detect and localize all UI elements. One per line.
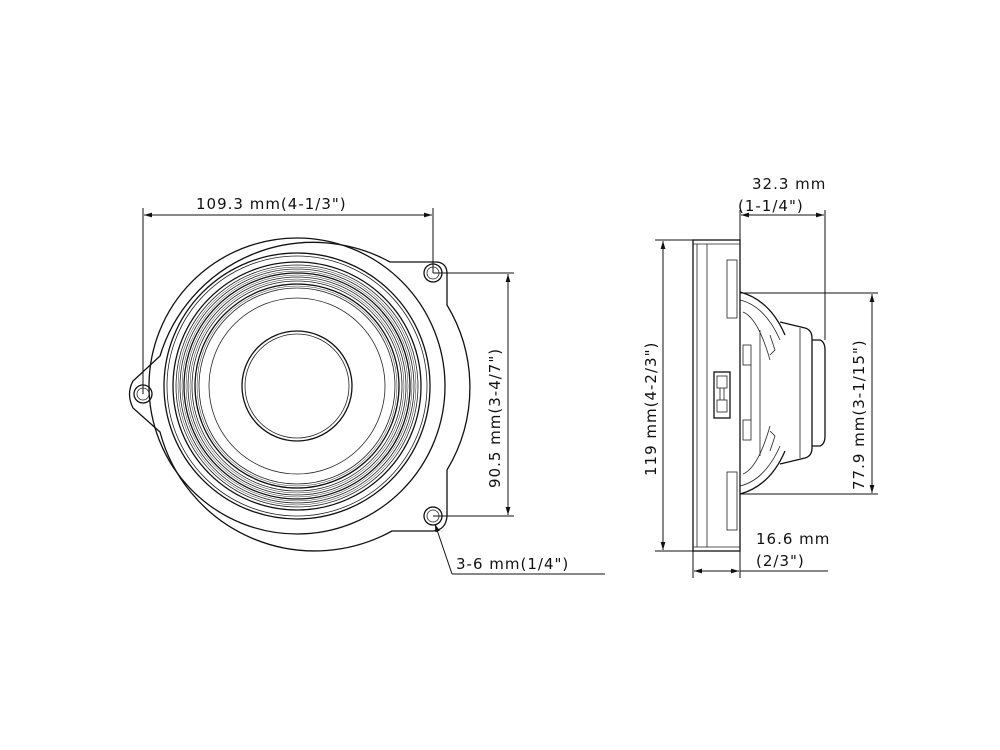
hole-spacing-label: 90.5 mm(3-4/7") — [486, 348, 504, 488]
motor-height-label: 77.9 mm(3-1/15") — [850, 339, 868, 490]
front-view: 109.3 mm(4-1/3") 90.5 mm(3-4/7") 3-6 mm(… — [128, 195, 605, 575]
height-dimension-label: 119 mm(4-2/3") — [642, 342, 660, 476]
motor-back-plate — [812, 339, 826, 447]
depth-label-inch: (1-1/4") — [738, 197, 804, 215]
motor-height-dimension: 77.9 mm(3-1/15") — [740, 292, 878, 495]
flange-clip-bottom — [726, 471, 738, 531]
width-dimension: 109.3 mm(4-1/3") — [142, 195, 434, 394]
terminal-connector — [713, 371, 731, 419]
flange-inner-edge — [148, 237, 446, 535]
height-dimension: 119 mm(4-2/3") — [642, 239, 693, 552]
frame-rim — [163, 252, 431, 520]
mounting-hole-callout-label: 3-6 mm(1/4") — [456, 555, 569, 573]
motor-magnet — [779, 321, 813, 465]
width-dimension-label: 109.3 mm(4-1/3") — [196, 195, 347, 213]
flange-depth-dimension: 16.6 mm (2/3") — [692, 530, 830, 578]
mounting-hole-callout: 3-6 mm(1/4") — [434, 523, 605, 575]
hole-spacing-dimension: 90.5 mm(3-4/7") — [433, 272, 514, 517]
flange-clip-top — [726, 259, 738, 319]
side-view: 32.3 mm (1-1/4") 119 mm(4-2/3") 77.9 mm(… — [642, 175, 878, 578]
depth-label-mm: 32.3 mm — [752, 175, 826, 193]
dust-cap — [241, 330, 353, 442]
flange-depth-label-mm: 16.6 mm — [756, 530, 830, 548]
flange-depth-label-inch: (2/3") — [756, 552, 805, 570]
mounting-flange-outline — [128, 241, 471, 552]
depth-dimension: 32.3 mm (1-1/4") — [738, 175, 826, 340]
surround-rings — [172, 261, 422, 511]
basket-frame — [739, 291, 786, 495]
cone-edge — [208, 297, 386, 475]
side-flange — [692, 239, 741, 552]
